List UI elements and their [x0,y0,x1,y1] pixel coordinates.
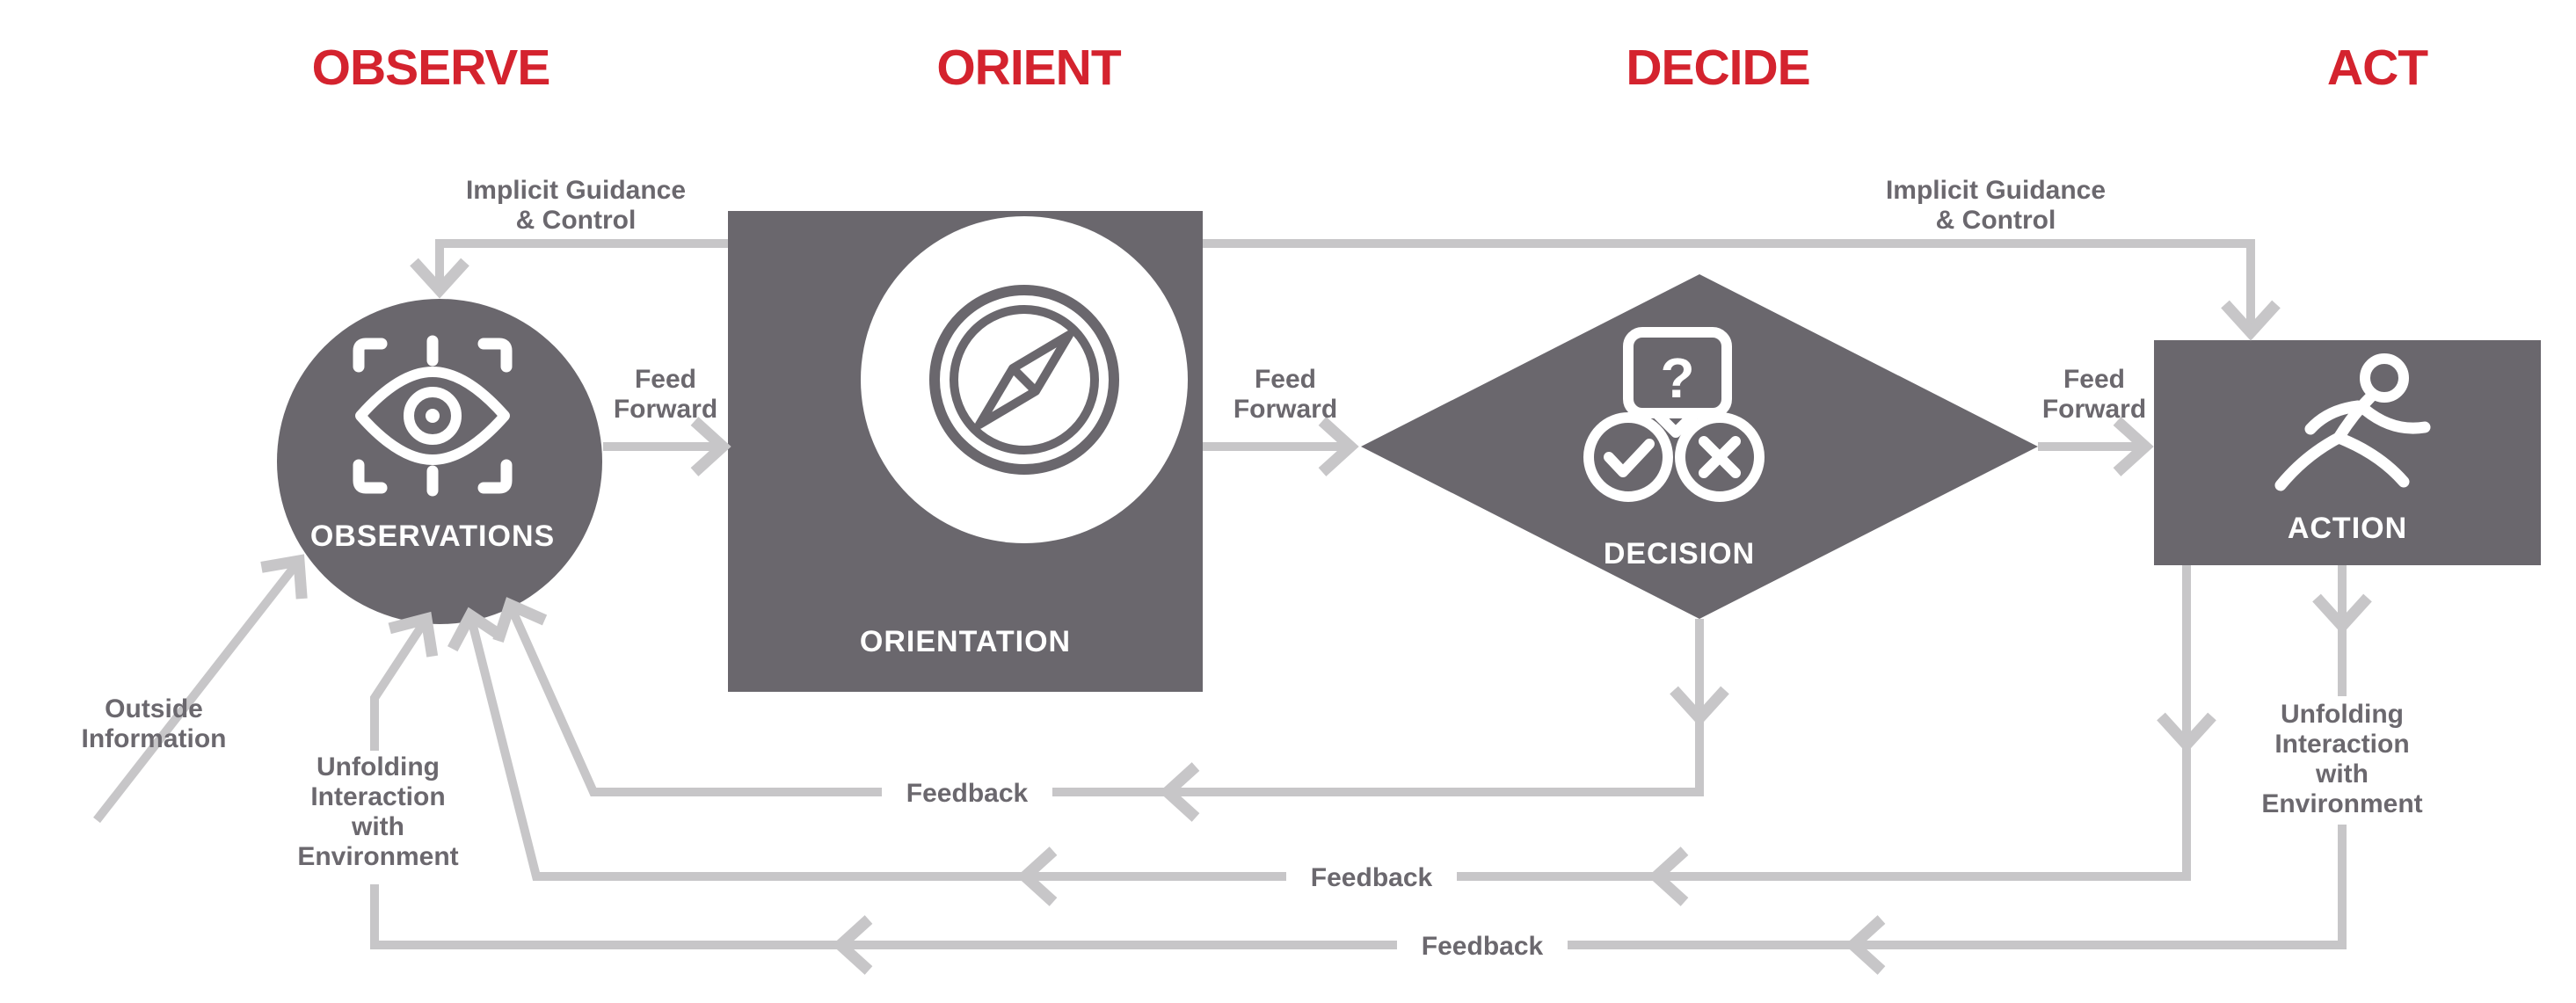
compass-inner-ring-icon [950,305,1099,454]
bracket-bottom-left-icon [353,459,388,494]
action-box [2154,340,2541,565]
check-circle-icon [1583,412,1673,502]
decision-label: DECISION [1604,537,1755,571]
feed-forward-label-2: Feed [1255,365,1316,394]
feed-forward-label-1: Forward [614,395,717,424]
runner-head-icon [2360,353,2409,403]
feed-forward-label-3: Forward [2042,395,2146,424]
feedback-label-action: Feedback [1311,863,1433,892]
runner-front-arm-icon [2359,403,2431,434]
outside-information-label: Outside [105,694,203,723]
implicit-guidance-right-label: & Control [1936,206,2056,235]
unfolding-right-label: Interaction [2274,730,2409,759]
label-mask [1286,856,1457,897]
compass-outer-ring-icon [929,285,1119,475]
question-bubble-icon [1623,327,1732,418]
action-label: ACTION [2288,512,2407,545]
label-mask [1397,925,1568,965]
runner-back-arm-icon [2304,400,2364,435]
bracket-top-left-icon [353,338,388,373]
orientation-label: ORIENTATION [860,625,1071,658]
feedback-label-decision: Feedback [906,779,1029,808]
unfolding-left-arrow [370,611,439,751]
implicit-guidance-right-label: Implicit Guidance [1886,176,2106,205]
check-icon [1604,439,1655,477]
runner-front-leg-icon [2332,432,2410,488]
runner-icon [2274,353,2431,491]
outside-information-arrow [93,554,308,824]
bracket-top-right-icon [477,338,513,373]
label-mask [882,772,1052,812]
iris-icon [404,387,462,445]
x-circle-icon [1675,412,1765,502]
x-icon [1699,436,1741,478]
implicit-guidance-left-label: Implicit Guidance [466,176,686,205]
unfolding-right-label: Unfolding [2281,700,2404,729]
feed-forward-label-2: Forward [1233,395,1337,424]
unfolding-right-label: Environment [2261,789,2422,818]
implicit-guidance-left-arrow [410,239,728,299]
header-act: ACT [2327,40,2428,96]
unfolding-left-label: Unfolding [317,752,440,781]
compass-needle-bar-icon [1009,365,1039,395]
runner-back-leg-icon [2274,432,2345,491]
unfolding-left-label: with [351,812,404,841]
feedback-arrow-action [447,565,2191,881]
eye-outline-icon [355,367,510,465]
implicit-guidance-right-arrow [1203,239,2281,341]
header-orient: ORIENT [936,40,1122,96]
pupil-icon [426,409,440,423]
bubble-tail-icon [1653,410,1699,438]
question-mark-icon: ? [1660,346,1694,410]
bracket-bottom-right-icon [477,459,513,494]
observations-label: OBSERVATIONS [310,520,555,553]
header-decide: DECIDE [1626,40,1809,96]
feed-forward-label-1: Feed [635,365,696,394]
compass-needle-icon [975,331,1073,429]
header-observe: OBSERVE [312,40,550,96]
unfolding-right-label: with [2315,760,2369,789]
decision-question-icon: ? [1583,327,1765,502]
decision-diamond [1361,274,2038,619]
feed-forward-label-3: Feed [2063,365,2125,394]
eye-scan-icon [353,335,513,497]
feedback-label-environment: Feedback [1422,932,1544,961]
outside-information-label: Information [82,724,227,753]
implicit-guidance-left-label: & Control [516,206,637,235]
unfolding-left-label: Environment [297,842,458,871]
feedback-arrow-environment [370,825,2347,949]
compass-icon [929,285,1119,475]
unfolding-left-label: Interaction [310,782,445,811]
